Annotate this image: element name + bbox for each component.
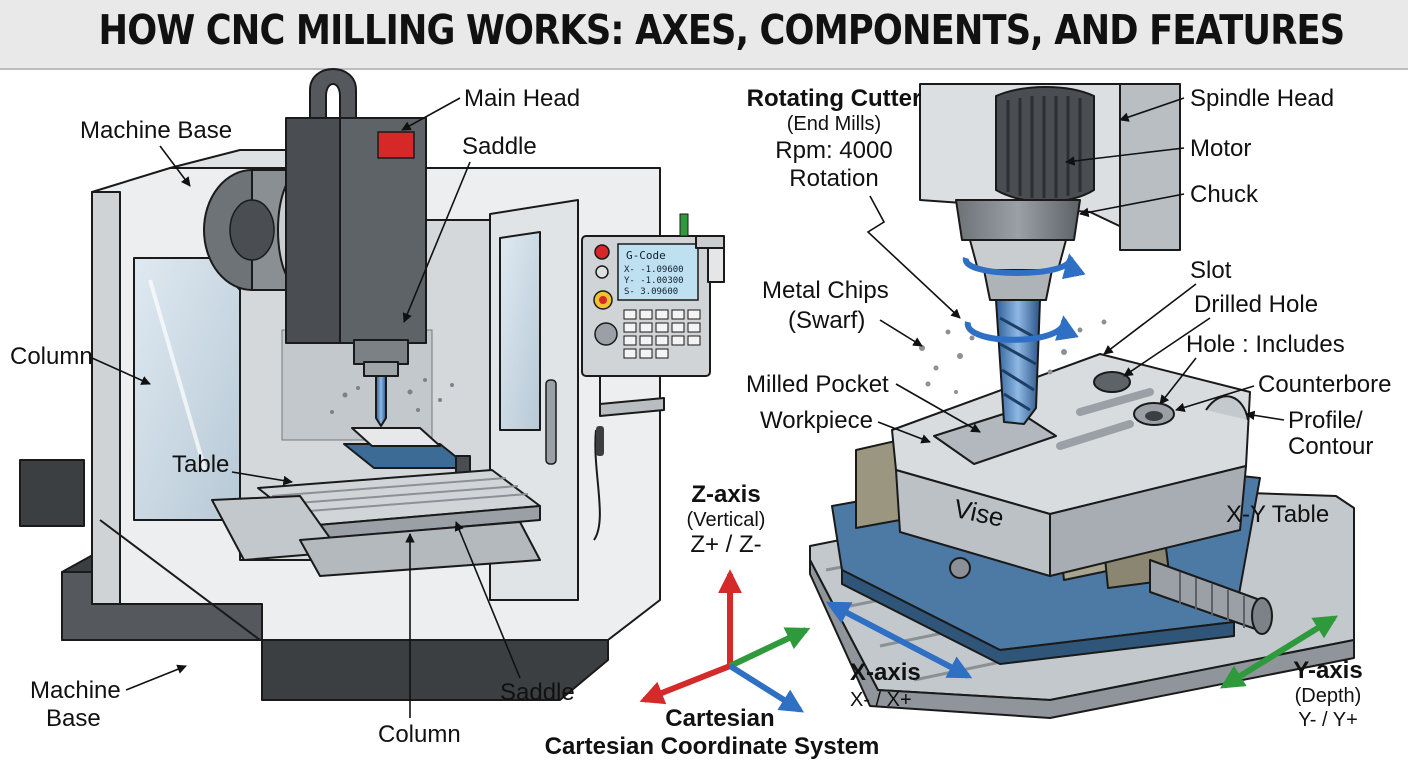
label-saddle-bottom: Saddle bbox=[500, 679, 575, 706]
label-hole-includes: Hole : Includes bbox=[1186, 331, 1345, 358]
gcode-screen-title: G-Code bbox=[626, 249, 666, 262]
label-rotation: Rotation bbox=[789, 165, 878, 192]
left-table bbox=[211, 469, 541, 577]
label-rpm: Rpm: 4000 bbox=[775, 137, 892, 164]
gcode-line: X- -1.09600 bbox=[624, 265, 684, 275]
label-main-head: Main Head bbox=[464, 85, 580, 112]
label-workpiece: Workpiece bbox=[760, 407, 873, 434]
y-axis-dir: Y- / Y+ bbox=[1298, 709, 1358, 731]
label-machine-base-bottom: Base bbox=[46, 705, 101, 732]
control-panel: G-Code X- -1.09600 Y- -1.00300 S- 3.0960… bbox=[581, 213, 725, 541]
label-counterbore: Counterbore bbox=[1258, 371, 1391, 398]
label-slot: Slot bbox=[1190, 257, 1232, 284]
depth-axis-arrow bbox=[728, 663, 805, 713]
vise-bolt bbox=[949, 557, 971, 579]
y-axis-title: Y-axis bbox=[1293, 657, 1362, 684]
label-swarf: (Swarf) bbox=[788, 307, 865, 334]
left-labels: Main Head Machine Base Saddle Column Tab… bbox=[10, 85, 580, 748]
label-machine-base-bottom: Machine bbox=[30, 677, 121, 704]
label-saddle-top: Saddle bbox=[462, 133, 537, 160]
coord-subtitle: Cartesian Coordinate System bbox=[545, 733, 880, 760]
workpiece bbox=[891, 353, 1251, 577]
gcode-line: Y- -1.00300 bbox=[624, 276, 684, 286]
label-spindle-head: Spindle Head bbox=[1190, 85, 1334, 112]
label-xy-table: X-Y Table bbox=[1226, 501, 1329, 528]
page-title: HOW CNC MILLING WORKS: AXES, COMPONENTS,… bbox=[98, 6, 1346, 54]
label-profile: Profile/ bbox=[1288, 407, 1363, 434]
slot bbox=[1076, 388, 1154, 416]
y-axis-double-arrow bbox=[1219, 615, 1339, 689]
label-table: Table bbox=[172, 451, 229, 478]
z-axis-dir: Z+ / Z- bbox=[690, 531, 761, 558]
pedestal-block bbox=[19, 459, 85, 527]
stop-button[interactable] bbox=[594, 244, 610, 260]
label-drilled-hole: Drilled Hole bbox=[1194, 291, 1318, 318]
x-axis-double-arrow bbox=[825, 601, 973, 679]
status-light bbox=[377, 131, 415, 159]
label-column-bottom: Column bbox=[378, 721, 461, 748]
left-vise bbox=[343, 427, 471, 479]
x-axis-dir: X- / X+ bbox=[850, 689, 912, 711]
x-axis-title: X-axis bbox=[850, 659, 921, 686]
coordinate-system: Z-axis (Vertical) Z+ / Z- X-axis X- / X+… bbox=[545, 481, 1363, 760]
right-labels: Rotating Cutter (End Mills) Rpm: 4000 Ro… bbox=[746, 85, 1391, 533]
rotating-cutter bbox=[995, 299, 1041, 425]
cnc-machine: G-Code X- -1.09600 Y- -1.00300 S- 3.0960… bbox=[19, 68, 725, 701]
title-bar: HOW CNC MILLING WORKS: AXES, COMPONENTS,… bbox=[0, 0, 1408, 70]
y-axis-arrow-positive bbox=[728, 627, 811, 669]
panel-button[interactable] bbox=[595, 265, 609, 279]
label-end-mills: (End Mills) bbox=[787, 113, 881, 135]
label-milled-pocket: Milled Pocket bbox=[746, 371, 889, 398]
feed-dial[interactable] bbox=[594, 322, 618, 346]
left-cutter bbox=[375, 375, 387, 427]
label-column-left: Column bbox=[10, 343, 93, 370]
label-machine-base-top: Machine Base bbox=[80, 117, 232, 144]
label-rotating-cutter: Rotating Cutter bbox=[747, 85, 922, 112]
coord-title: Cartesian bbox=[665, 705, 774, 732]
rotation-arrow bbox=[964, 315, 1079, 343]
detail-assembly bbox=[809, 83, 1355, 719]
label-motor: Motor bbox=[1190, 135, 1251, 162]
main-head bbox=[285, 68, 427, 377]
left-glass-door bbox=[133, 257, 241, 521]
label-contour: Contour bbox=[1288, 433, 1373, 460]
z-axis-sub: (Vertical) bbox=[687, 509, 766, 531]
x-axis-arrow-negative bbox=[639, 663, 732, 705]
y-axis-sub: (Depth) bbox=[1295, 685, 1362, 707]
rotation-arrow bbox=[963, 253, 1086, 280]
label-metal-chips: Metal Chips bbox=[762, 277, 889, 304]
drilled-hole bbox=[1093, 371, 1131, 393]
chuck bbox=[955, 199, 1081, 241]
z-axis-title: Z-axis bbox=[691, 481, 760, 508]
gcode-line: S- 3.09600 bbox=[624, 287, 678, 297]
label-chuck: Chuck bbox=[1190, 181, 1259, 208]
panel-mount bbox=[695, 235, 725, 249]
